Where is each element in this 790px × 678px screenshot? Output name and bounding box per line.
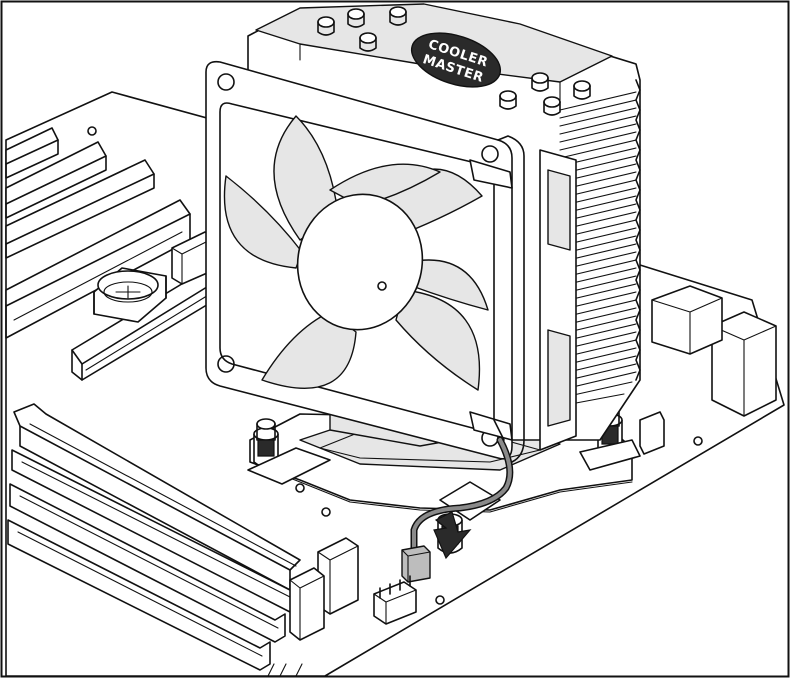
bracket-arm: [579, 439, 641, 471]
dimm-slot: [7, 519, 271, 671]
fan-screw-hole: [217, 355, 235, 373]
heatpipe-tip: [317, 16, 335, 36]
fan-cable: [410, 436, 514, 560]
fin-edge: [635, 79, 641, 381]
heatpipe-tip: [389, 6, 407, 26]
dimm-latch: [289, 567, 325, 641]
heatpipe-tip: [347, 8, 365, 28]
board-components: [639, 285, 777, 455]
fan-blade: [261, 311, 357, 389]
fan-screw-hole: [217, 73, 235, 91]
heatpipe-tip: [573, 80, 591, 100]
pcie-slot: [5, 127, 59, 179]
fan-clip: [469, 159, 513, 189]
fan-blade: [223, 175, 303, 269]
memory-slots: [7, 403, 359, 671]
heatpipe-tips: [317, 6, 591, 116]
battery-cell: [97, 270, 159, 300]
fan-screw-hole: [481, 145, 499, 163]
insert-arrow: [433, 511, 472, 560]
mounting-hole: [435, 595, 445, 605]
heatpipe-tip: [499, 90, 517, 110]
fan-hub-center: [377, 281, 387, 291]
fan-hub: [296, 193, 424, 331]
heatpipe-tip: [359, 32, 377, 52]
smd-part: [639, 411, 665, 455]
mounting-hole: [693, 436, 703, 446]
cooler-master-logo: COOLER MASTER: [410, 32, 502, 88]
pcie-slot: [5, 159, 155, 259]
pcie-slot: [5, 141, 107, 219]
fan-blades: [223, 115, 489, 391]
vrm-chip: [651, 285, 723, 355]
mounting-hole: [87, 126, 97, 136]
board-edge-marks: [267, 663, 303, 677]
fan-cable-exit: [493, 419, 505, 441]
fan-connector-plug: [401, 545, 431, 583]
cpu-fan-header: [373, 575, 417, 625]
bracket-arm: [247, 447, 331, 485]
fan-blade: [273, 115, 339, 241]
heatpipe-tip: [543, 96, 561, 116]
bracket-arm: [439, 481, 501, 521]
header-pins: [379, 575, 411, 599]
fan: [205, 60, 525, 463]
heatpipe-tip: [531, 72, 549, 92]
dimm-slot: [9, 483, 286, 643]
fan-clip: [469, 411, 513, 441]
mounting-hole: [321, 507, 331, 517]
mounting-hole: [295, 483, 305, 493]
cmos-battery: [93, 267, 167, 323]
fan-blade: [409, 259, 489, 311]
fan-blade: [395, 289, 481, 391]
